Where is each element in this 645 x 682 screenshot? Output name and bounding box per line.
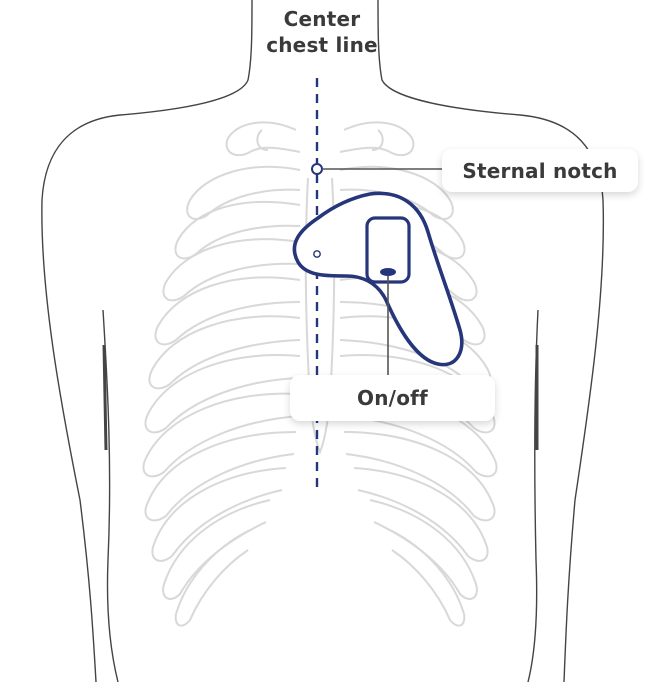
on-off-text: On/off [357, 386, 428, 410]
rib-left-3 [163, 239, 300, 300]
rib-left-7 [143, 394, 300, 477]
rib-left-2 [175, 202, 300, 258]
center-label-line-1: Center [262, 6, 382, 32]
sternal-notch-label: Sternal notch [442, 149, 638, 192]
neck-left [42, 0, 252, 682]
rib-right-9 [354, 468, 488, 561]
rib-left-1 [187, 167, 300, 219]
device-dot [314, 251, 320, 257]
rib-left-9 [152, 468, 286, 561]
center-chest-line-label: Center chest line [262, 6, 382, 58]
sternal-notch-marker [312, 164, 322, 174]
sternal-notch-text: Sternal notch [462, 159, 617, 183]
power-button-icon [380, 268, 396, 276]
rib-left-4 [155, 277, 300, 344]
device [294, 193, 461, 364]
center-label-line-2: chest line [262, 32, 382, 58]
rib-left-8 [145, 432, 296, 520]
body-outline [42, 0, 604, 682]
rib-right-8 [344, 432, 495, 520]
on-off-label: On/off [290, 375, 495, 421]
rib-left-5 [149, 316, 300, 388]
